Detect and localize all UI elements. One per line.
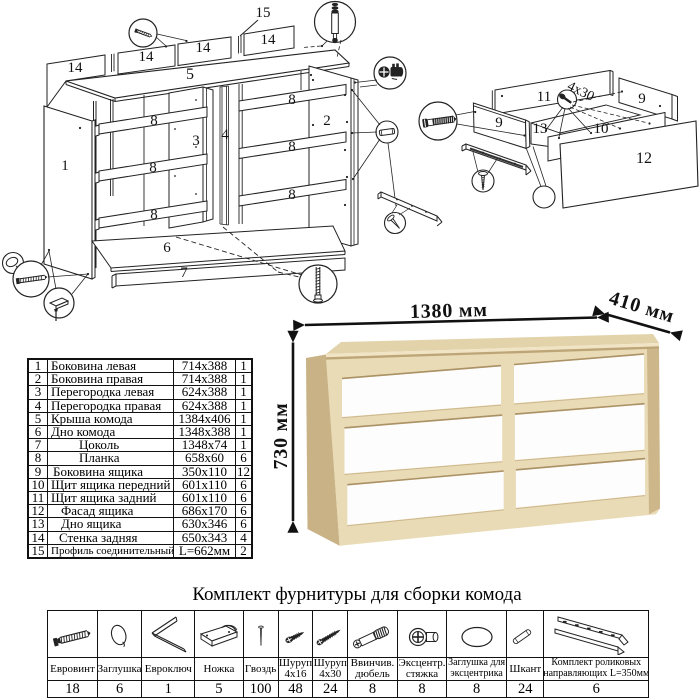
- svg-text:14: 14: [68, 60, 84, 76]
- svg-text:8: 8: [288, 92, 296, 108]
- svg-text:1380 мм: 1380 мм: [410, 299, 488, 323]
- svg-text:1: 1: [61, 158, 69, 174]
- svg-text:4: 4: [221, 127, 229, 143]
- svg-text:15: 15: [256, 5, 271, 21]
- svg-text:2: 2: [323, 113, 331, 129]
- svg-text:13: 13: [533, 121, 548, 137]
- svg-text:9: 9: [495, 115, 503, 131]
- svg-text:8: 8: [150, 207, 158, 223]
- svg-text:8: 8: [149, 160, 157, 176]
- svg-text:14: 14: [261, 32, 277, 48]
- svg-text:8: 8: [288, 187, 296, 203]
- svg-text:3: 3: [192, 133, 200, 149]
- svg-text:7: 7: [180, 265, 188, 281]
- svg-text:730 мм: 730 мм: [270, 402, 292, 469]
- svg-text:8: 8: [288, 139, 296, 155]
- svg-text:14: 14: [139, 49, 155, 65]
- svg-text:6: 6: [163, 240, 171, 256]
- svg-text:5: 5: [186, 66, 194, 83]
- svg-text:8: 8: [150, 113, 158, 129]
- svg-text:9: 9: [638, 91, 646, 107]
- svg-text:12: 12: [636, 150, 652, 167]
- svg-text:11: 11: [537, 89, 551, 105]
- svg-text:410 мм: 410 мм: [606, 287, 677, 328]
- svg-text:10: 10: [594, 121, 609, 137]
- svg-text:14: 14: [196, 40, 212, 56]
